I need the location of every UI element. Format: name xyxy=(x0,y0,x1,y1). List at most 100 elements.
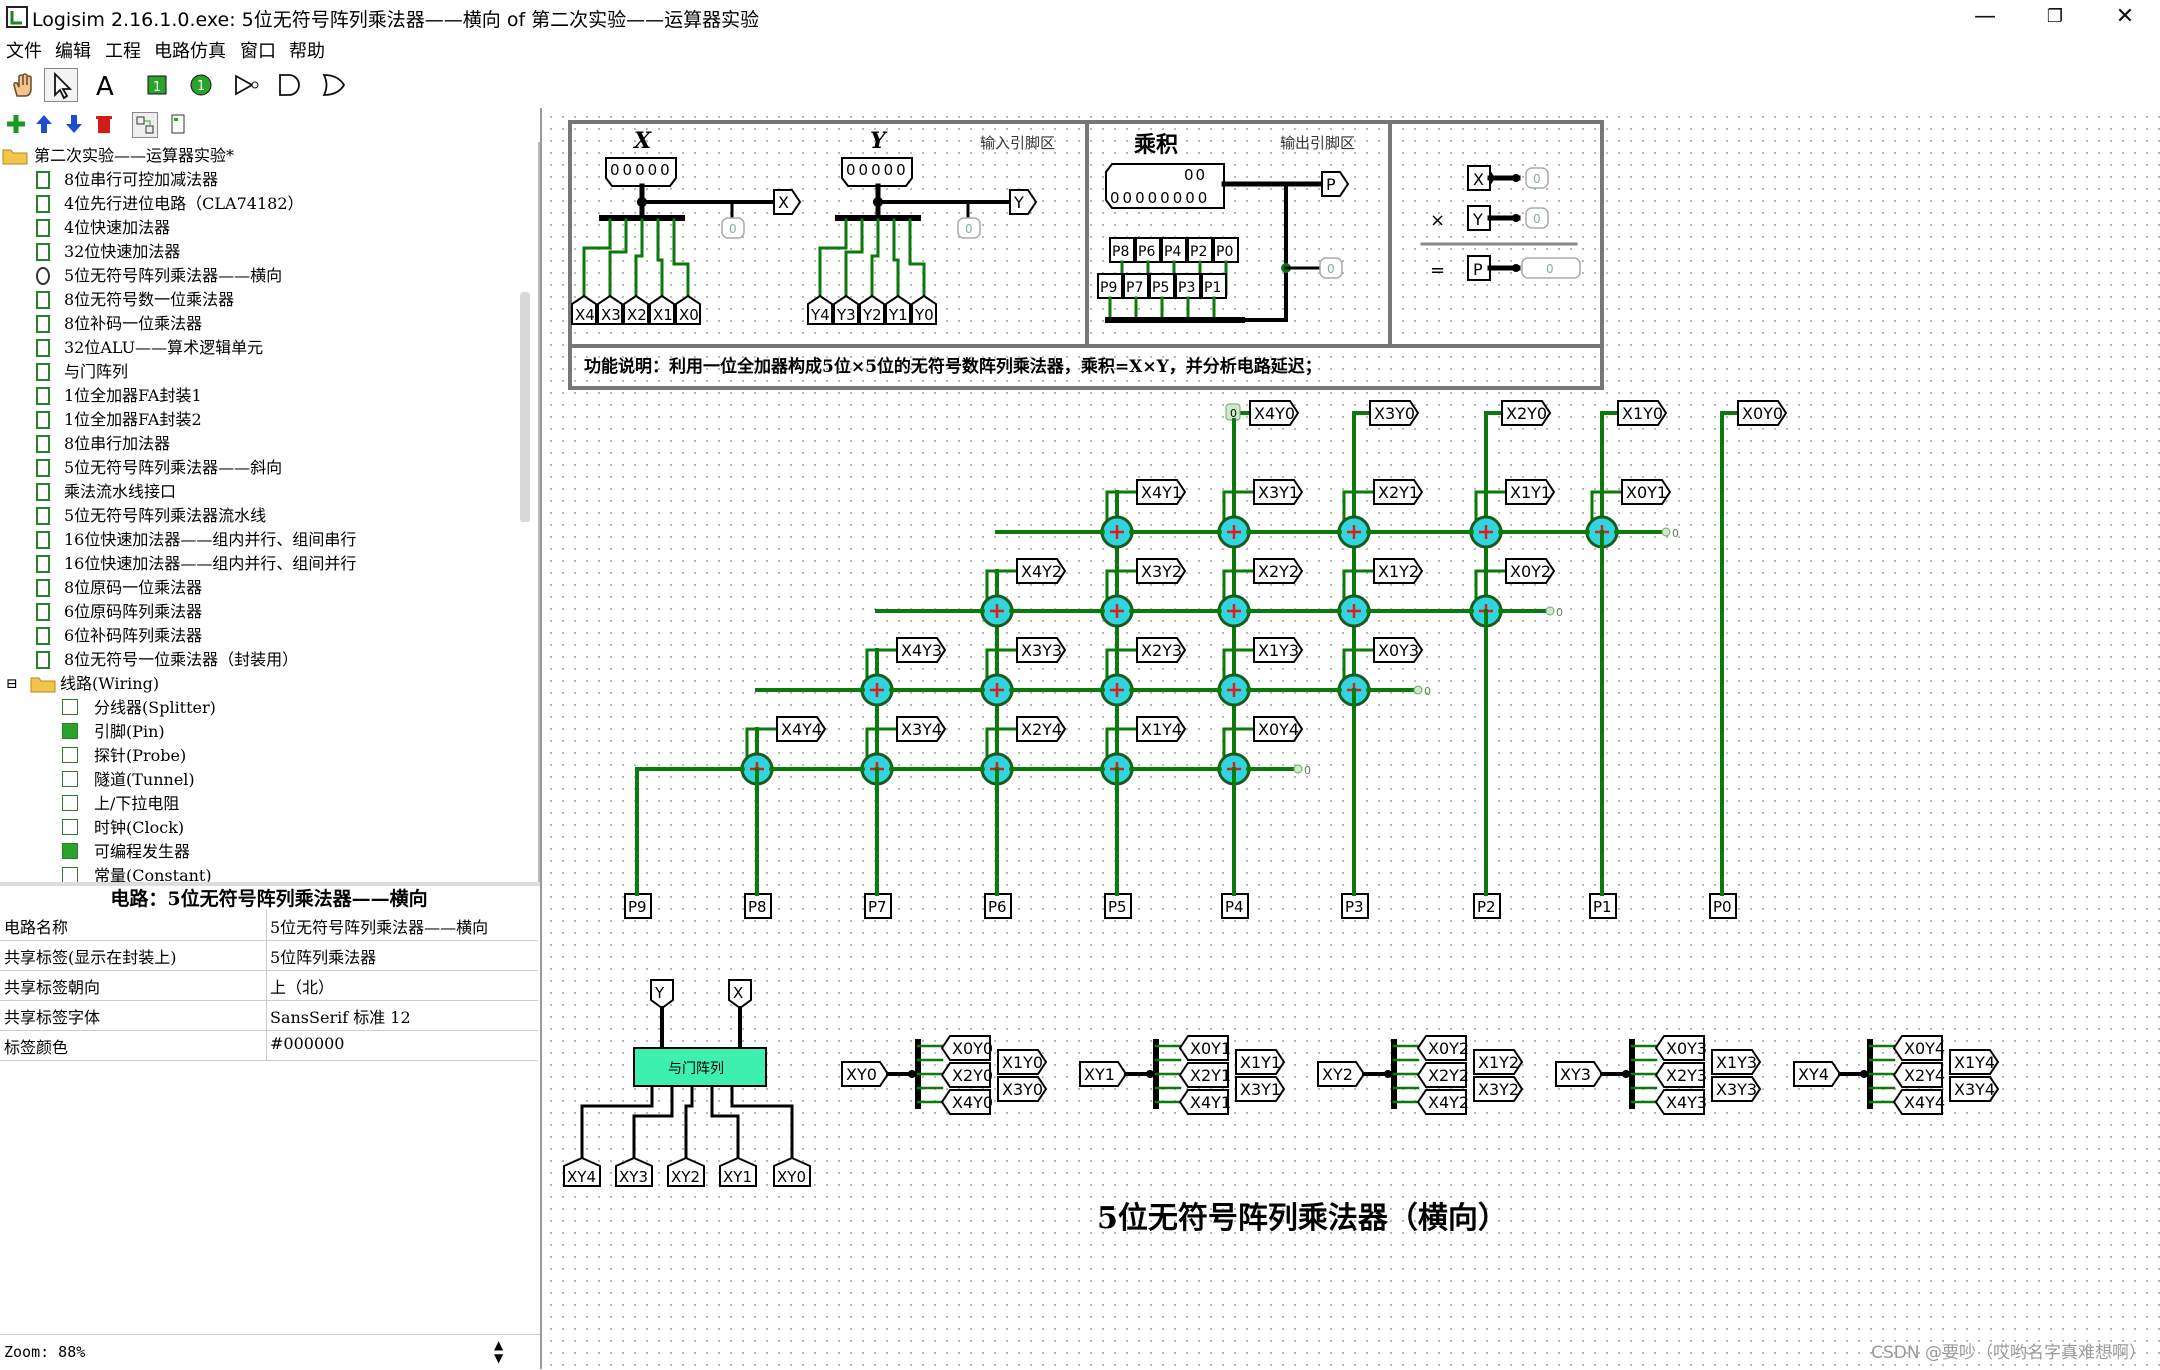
partial-product-tunnel[interactable] xyxy=(1235,1049,1286,1075)
p-bit-tunnel[interactable] xyxy=(1149,273,1175,299)
partial-product-tunnel[interactable] xyxy=(1892,1035,1943,1061)
bit-tunnel[interactable] xyxy=(859,294,885,325)
and-gate-icon[interactable] xyxy=(272,68,306,102)
partial-product-label[interactable] xyxy=(776,716,827,742)
partial-product-label[interactable] xyxy=(1136,479,1187,505)
attr-value[interactable]: 5位无符号阵列乘法器——横向 xyxy=(270,918,489,937)
and-output-tunnel[interactable] xyxy=(773,1156,811,1187)
menu-simulate[interactable]: 电路仿真 xyxy=(154,41,226,62)
layout-view-icon[interactable] xyxy=(132,112,158,138)
output-pin[interactable] xyxy=(1321,171,1350,197)
output-pin-p1[interactable] xyxy=(1589,893,1617,919)
add-circuit-icon[interactable] xyxy=(4,112,28,136)
partial-product-tunnel[interactable] xyxy=(1892,1062,1943,1088)
partial-product-label[interactable] xyxy=(1016,637,1067,663)
partial-product-label[interactable] xyxy=(1016,716,1067,742)
partial-product-label[interactable] xyxy=(1737,400,1788,426)
xy-input-tunnel[interactable] xyxy=(1793,1061,1842,1087)
bit-tunnel[interactable] xyxy=(675,294,701,325)
partial-product-label[interactable] xyxy=(1621,479,1672,505)
bit-tunnel[interactable] xyxy=(911,294,937,325)
constant-zero[interactable] xyxy=(1293,764,1303,774)
partial-product-tunnel[interactable] xyxy=(1949,1049,2000,1075)
xy-input-tunnel[interactable] xyxy=(1317,1061,1366,1087)
menu-edit[interactable]: 编辑 xyxy=(55,41,91,62)
bit-tunnel[interactable] xyxy=(807,294,833,325)
attribute-row[interactable]: 共享标签(显示在封装上)5位阵列乘法器 xyxy=(0,940,538,971)
hand-poke-icon[interactable] xyxy=(6,68,40,102)
partial-product-label[interactable] xyxy=(1249,400,1300,426)
partial-product-label[interactable] xyxy=(896,637,947,663)
constant-zero[interactable] xyxy=(1545,606,1555,616)
attr-value[interactable]: #000000 xyxy=(270,1034,345,1053)
partial-product-tunnel[interactable] xyxy=(1235,1076,1286,1102)
product-output-pin[interactable] xyxy=(1105,163,1225,209)
tree-scrollbar[interactable] xyxy=(520,292,530,522)
attr-value[interactable]: 上（北） xyxy=(270,978,335,997)
bit-tunnel[interactable] xyxy=(597,294,623,325)
circuit-canvas[interactable]: 输入引脚区输出引脚区功能说明：利用一位全加器构成5位×5位的无符号数阵列乘法器，… xyxy=(540,108,2160,1369)
probe[interactable] xyxy=(1521,257,1581,279)
partial-product-tunnel[interactable] xyxy=(940,1035,991,1061)
probe[interactable] xyxy=(1525,207,1549,229)
partial-product-tunnel[interactable] xyxy=(1416,1062,1467,1088)
probe[interactable] xyxy=(1525,167,1549,189)
partial-product-tunnel[interactable] xyxy=(1654,1062,1705,1088)
p-bit-tunnel[interactable] xyxy=(1109,237,1135,263)
bit-tunnel[interactable] xyxy=(833,294,859,325)
partial-product-label[interactable] xyxy=(1136,637,1187,663)
move-down-icon[interactable] xyxy=(62,112,86,136)
partial-product-tunnel[interactable] xyxy=(1178,1035,1229,1061)
minimize-button[interactable]: — xyxy=(1974,4,1996,29)
constant-zero[interactable] xyxy=(1661,527,1671,537)
xy-input-tunnel[interactable] xyxy=(1079,1061,1128,1087)
partial-product-tunnel[interactable] xyxy=(1178,1089,1229,1115)
collapse-icon[interactable]: ⊟ xyxy=(6,676,18,692)
partial-product-label[interactable] xyxy=(1505,479,1556,505)
panel-divider[interactable] xyxy=(0,882,540,886)
or-gate-icon[interactable] xyxy=(316,68,350,102)
appearance-view-icon[interactable] xyxy=(166,112,190,136)
constant-zero[interactable] xyxy=(1413,685,1423,695)
output-pin-icon[interactable]: 1 xyxy=(184,68,218,102)
partial-product-tunnel[interactable] xyxy=(1711,1076,1762,1102)
partial-product-label[interactable] xyxy=(1369,400,1420,426)
menu-project[interactable]: 工程 xyxy=(105,41,141,62)
output-pin-p0[interactable] xyxy=(1709,893,1737,919)
zoom-level[interactable]: Zoom: 88% xyxy=(4,1343,86,1361)
partial-product-label[interactable] xyxy=(1136,558,1187,584)
partial-product-tunnel[interactable] xyxy=(1654,1035,1705,1061)
partial-product-label[interactable] xyxy=(1253,479,1304,505)
and-output-tunnel[interactable] xyxy=(719,1156,757,1187)
input-pin[interactable] xyxy=(1009,189,1038,215)
partial-product-tunnel[interactable] xyxy=(997,1049,1048,1075)
bit-tunnel[interactable] xyxy=(885,294,911,325)
move-up-icon[interactable] xyxy=(32,112,56,136)
and-gate-array[interactable] xyxy=(633,1047,767,1087)
text-tool-icon[interactable]: A xyxy=(88,68,122,102)
delete-icon[interactable] xyxy=(92,112,116,136)
attribute-row[interactable]: 标签颜色#000000 xyxy=(0,1030,538,1061)
p-bit-tunnel[interactable] xyxy=(1187,237,1213,263)
xy-input-tunnel[interactable] xyxy=(1555,1061,1604,1087)
bit-tunnel[interactable] xyxy=(623,294,649,325)
partial-product-label[interactable] xyxy=(1136,716,1187,742)
and-output-tunnel[interactable] xyxy=(667,1156,705,1187)
maximize-button[interactable]: ❐ xyxy=(2046,6,2064,27)
and-input-x[interactable] xyxy=(728,979,752,1010)
menu-window[interactable]: 窗口 xyxy=(240,41,276,62)
partial-product-tunnel[interactable] xyxy=(1711,1049,1762,1075)
output-pin-p6[interactable] xyxy=(984,893,1012,919)
menu-file[interactable]: 文件 xyxy=(6,41,42,62)
bit-tunnel[interactable] xyxy=(571,294,597,325)
xy-input-tunnel[interactable] xyxy=(841,1061,890,1087)
partial-product-label[interactable] xyxy=(896,716,947,742)
attr-value[interactable]: 5位阵列乘法器 xyxy=(270,948,377,967)
p-bit-tunnel[interactable] xyxy=(1213,237,1239,263)
partial-product-label[interactable] xyxy=(1016,558,1067,584)
partial-product-label[interactable] xyxy=(1617,400,1668,426)
attribute-row[interactable]: 共享标签朝向上（北） xyxy=(0,970,538,1001)
attr-value[interactable]: SansSerif 标准 12 xyxy=(270,1008,411,1027)
partial-product-tunnel[interactable] xyxy=(940,1062,991,1088)
